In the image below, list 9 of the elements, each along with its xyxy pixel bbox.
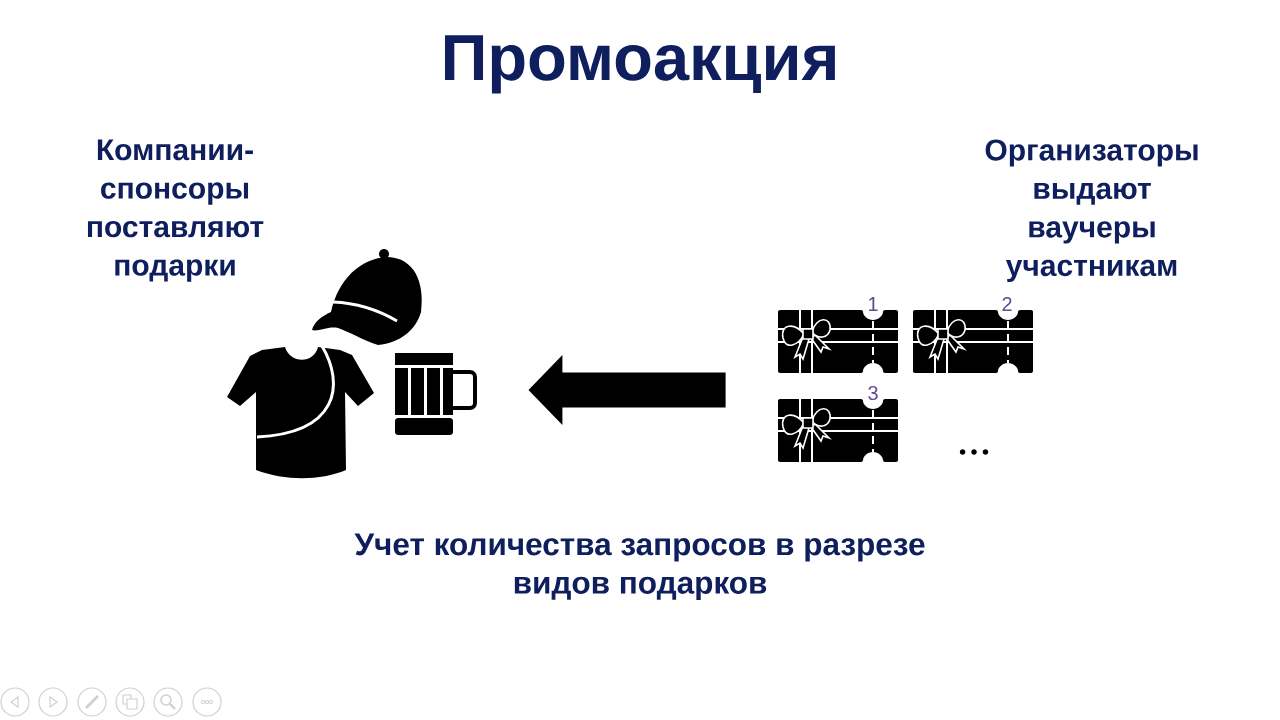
heading-text: Организаторы выдают ваучеры участникам xyxy=(985,139,1198,283)
vouchers-illustration xyxy=(777,309,1034,463)
title: Промоакция xyxy=(445,35,835,94)
voucher-number: 2 xyxy=(1002,297,1012,311)
ellipsis: … xyxy=(959,449,989,455)
voucher-number: 1 xyxy=(869,297,878,311)
note-text: Учет количества запросов в разрезе видов подарков xyxy=(354,533,925,601)
heading-text: Компании-спонсоры поставляют подарки xyxy=(87,139,264,282)
voucher-number: 3 xyxy=(868,385,878,401)
